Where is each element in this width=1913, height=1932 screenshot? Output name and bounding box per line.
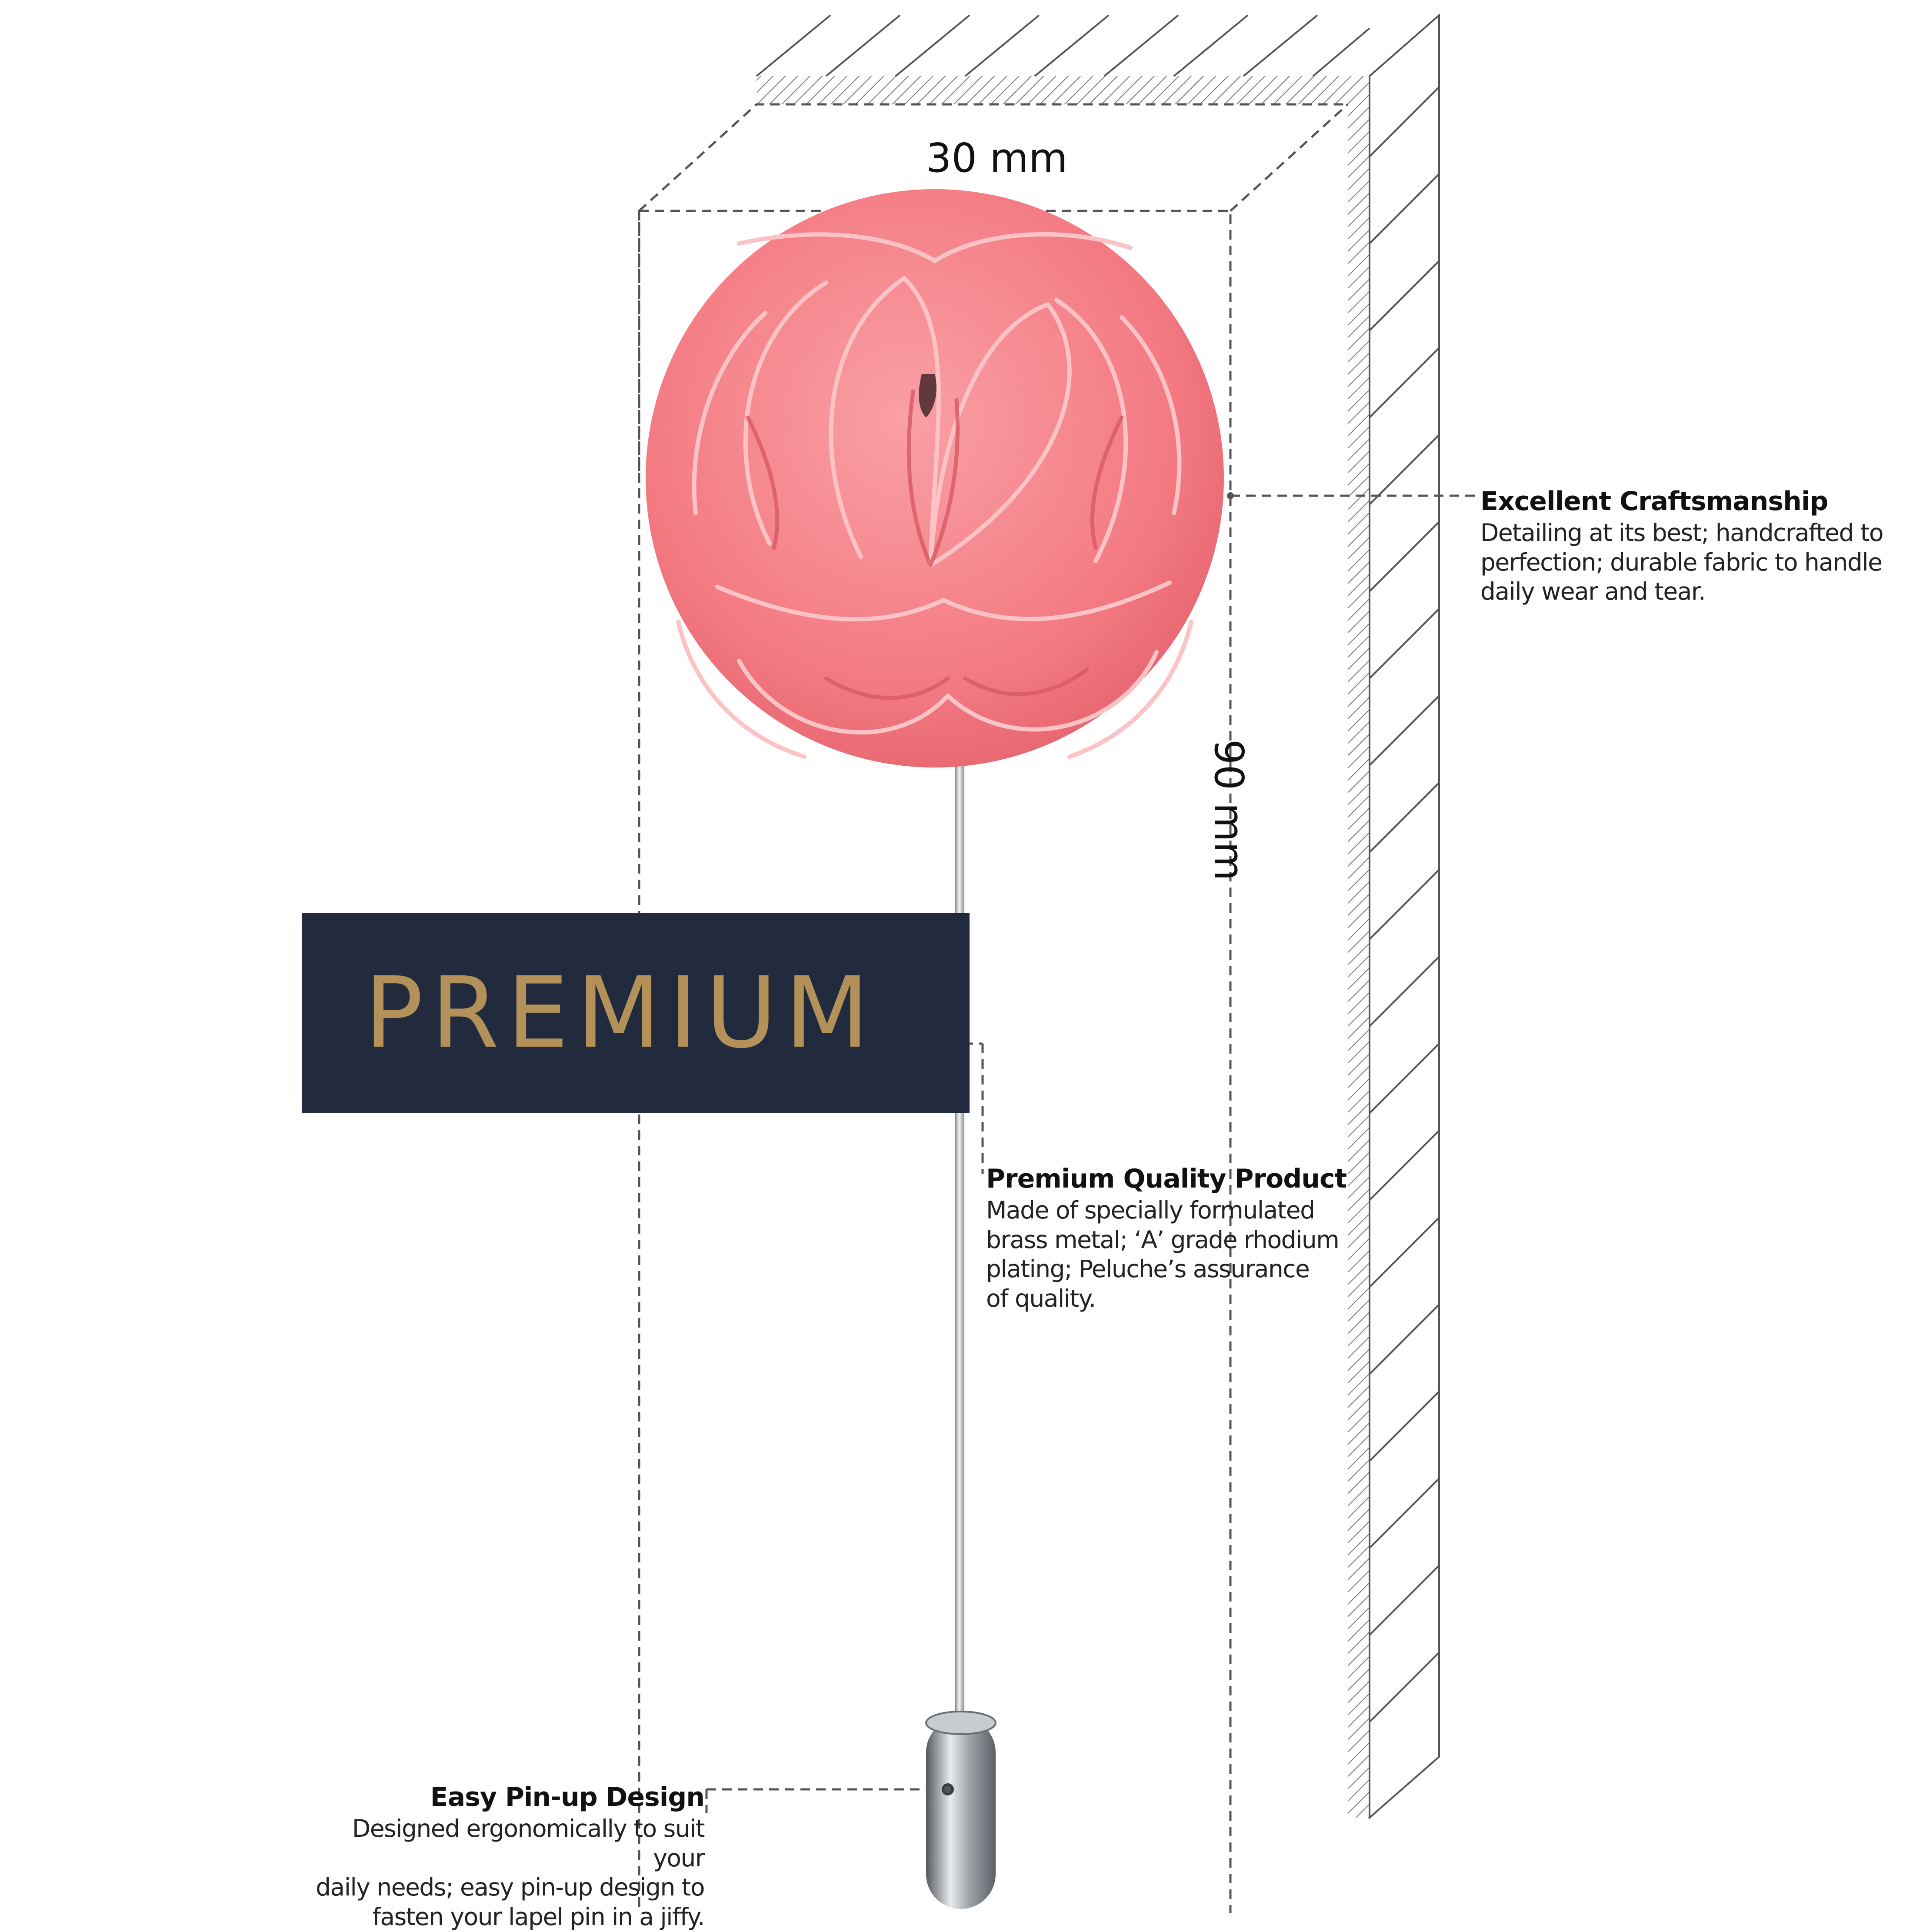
feature-pinup: Easy Pin-up Design Designed ergonomicall… <box>304 1782 705 1932</box>
feature-craftsmanship: Excellent Craftsmanship Detailing at its… <box>1480 487 1898 607</box>
width-dimension-label: 30 mm <box>926 135 1068 181</box>
hatched-box-outline <box>756 13 1440 1820</box>
feature-description: Detailing at its best; handcrafted to pe… <box>1480 519 1884 606</box>
pin-back-cap <box>925 1711 996 1909</box>
pin-needle <box>955 739 964 1726</box>
pinup-leader-dot <box>944 1786 951 1793</box>
premium-badge-label: PREMIUM <box>364 956 877 1070</box>
feature-title: Easy Pin-up Design <box>430 1782 705 1812</box>
craftsmanship-leader-dot <box>1227 492 1234 499</box>
feature-title: Excellent Craftsmanship <box>1480 486 1828 517</box>
feature-description: Designed ergonomically to suit your dail… <box>316 1815 705 1931</box>
height-dimension-label: 90 mm <box>1206 739 1252 881</box>
flower-head <box>646 189 1224 767</box>
feature-title: Premium Quality Product <box>986 1164 1347 1194</box>
premium-badge: PREMIUM <box>302 913 970 1113</box>
feature-description: Made of specially formulated brass metal… <box>986 1196 1340 1312</box>
feature-quality: Premium Quality Product Made of speciall… <box>986 1165 1356 1314</box>
